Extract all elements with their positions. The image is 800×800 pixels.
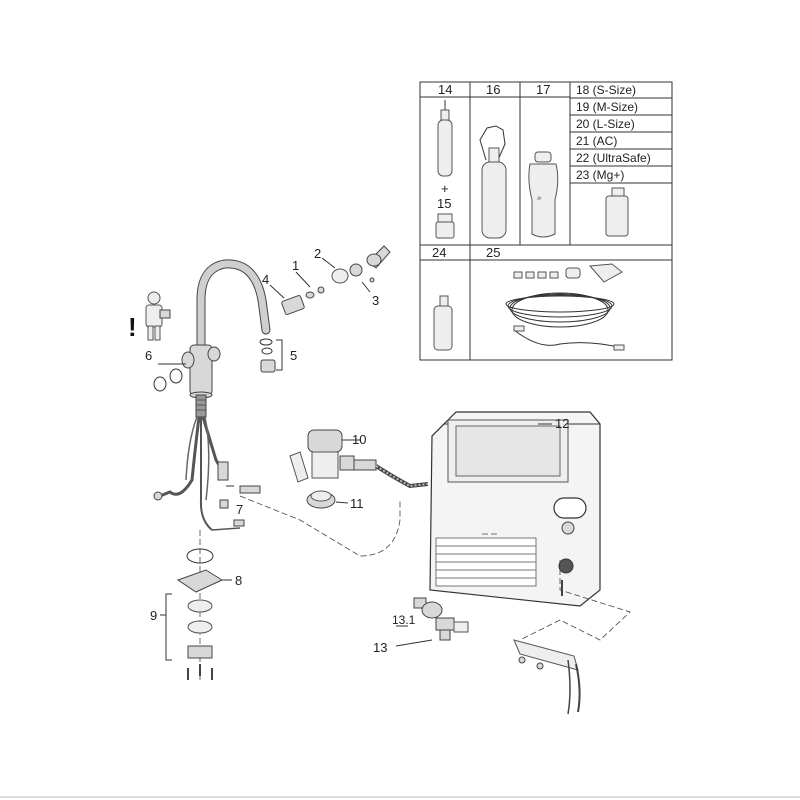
table-header-16: 16 (486, 82, 500, 97)
filter-head (307, 429, 343, 453)
co2-bottle-illustration (479, 125, 507, 239)
svg-text:≡: ≡ (536, 195, 544, 201)
callout-9: 9 (150, 608, 157, 623)
hose-center (199, 417, 213, 531)
table-header-14: 14 (438, 82, 452, 97)
table-plus: + (441, 181, 449, 196)
part-2-ring (331, 268, 349, 284)
table-header-15: 15 (437, 196, 451, 211)
size-row-18: 18 (S-Size) (576, 83, 636, 97)
size-row-23: 23 (Mg+) (576, 168, 624, 182)
installer-warning-icon (145, 291, 171, 341)
callout-13-1: 13.1 (392, 613, 416, 627)
size-row-22: 22 (UltraSafe) (576, 151, 651, 165)
part-8-plate (176, 569, 224, 593)
size-row-19: 19 (M-Size) (576, 100, 638, 114)
filter-head-assembly (239, 429, 429, 557)
drain-hose-clamp (513, 639, 581, 715)
handle-cartridge-parts (269, 245, 391, 315)
table-header-25: 25 (486, 245, 500, 260)
callout-7: 7 (236, 502, 243, 517)
warning-mark: ! (128, 312, 137, 342)
table-header-24: 24 (432, 245, 446, 260)
threaded-shank (195, 394, 207, 418)
callout-3: 3 (372, 293, 379, 308)
faucet-assembly (153, 259, 271, 531)
part-6-seal-rings (153, 363, 186, 392)
hose-left (159, 416, 201, 498)
small-bottle-illustration (433, 295, 453, 351)
hose-connector (217, 461, 229, 481)
callout-12: 12 (555, 416, 569, 431)
chiller-logo (558, 558, 574, 574)
callout-4: 4 (262, 272, 269, 287)
mounting-kit (160, 530, 232, 680)
callout-10: 10 (352, 432, 366, 447)
cylinder-adapter-illustration (435, 213, 455, 239)
callout-6: 6 (145, 348, 152, 363)
size-row-20: 20 (L-Size) (576, 117, 635, 131)
filter-bottle-illustration: ≡ (528, 151, 559, 238)
chiller-unit (429, 411, 631, 641)
hose-right (201, 416, 224, 471)
spare-parts-table: 14 16 17 18 (S-Size) 19 (M-Size) 20 (L-S… (419, 81, 673, 361)
callout-8: 8 (235, 573, 242, 588)
angle-valve-assembly (395, 597, 469, 647)
callout-1: 1 (292, 258, 299, 273)
chiller-vents (435, 537, 537, 587)
part-5-aerator (259, 338, 283, 373)
filter-cartridge-illustration (605, 187, 629, 237)
callout-5: 5 (290, 348, 297, 363)
callout-2: 2 (314, 246, 321, 261)
cartridge (281, 295, 305, 315)
chiller-handle (553, 497, 587, 519)
accessory-kit-illustration (505, 263, 625, 351)
co2-cylinder-illustration (437, 100, 453, 177)
supply-hose (374, 464, 429, 489)
callout-13: 13 (373, 640, 387, 655)
callout-11: 11 (350, 496, 364, 511)
size-row-21: 21 (AC) (576, 134, 617, 148)
part-7-connector (239, 485, 261, 494)
table-header-17: 17 (536, 82, 550, 97)
